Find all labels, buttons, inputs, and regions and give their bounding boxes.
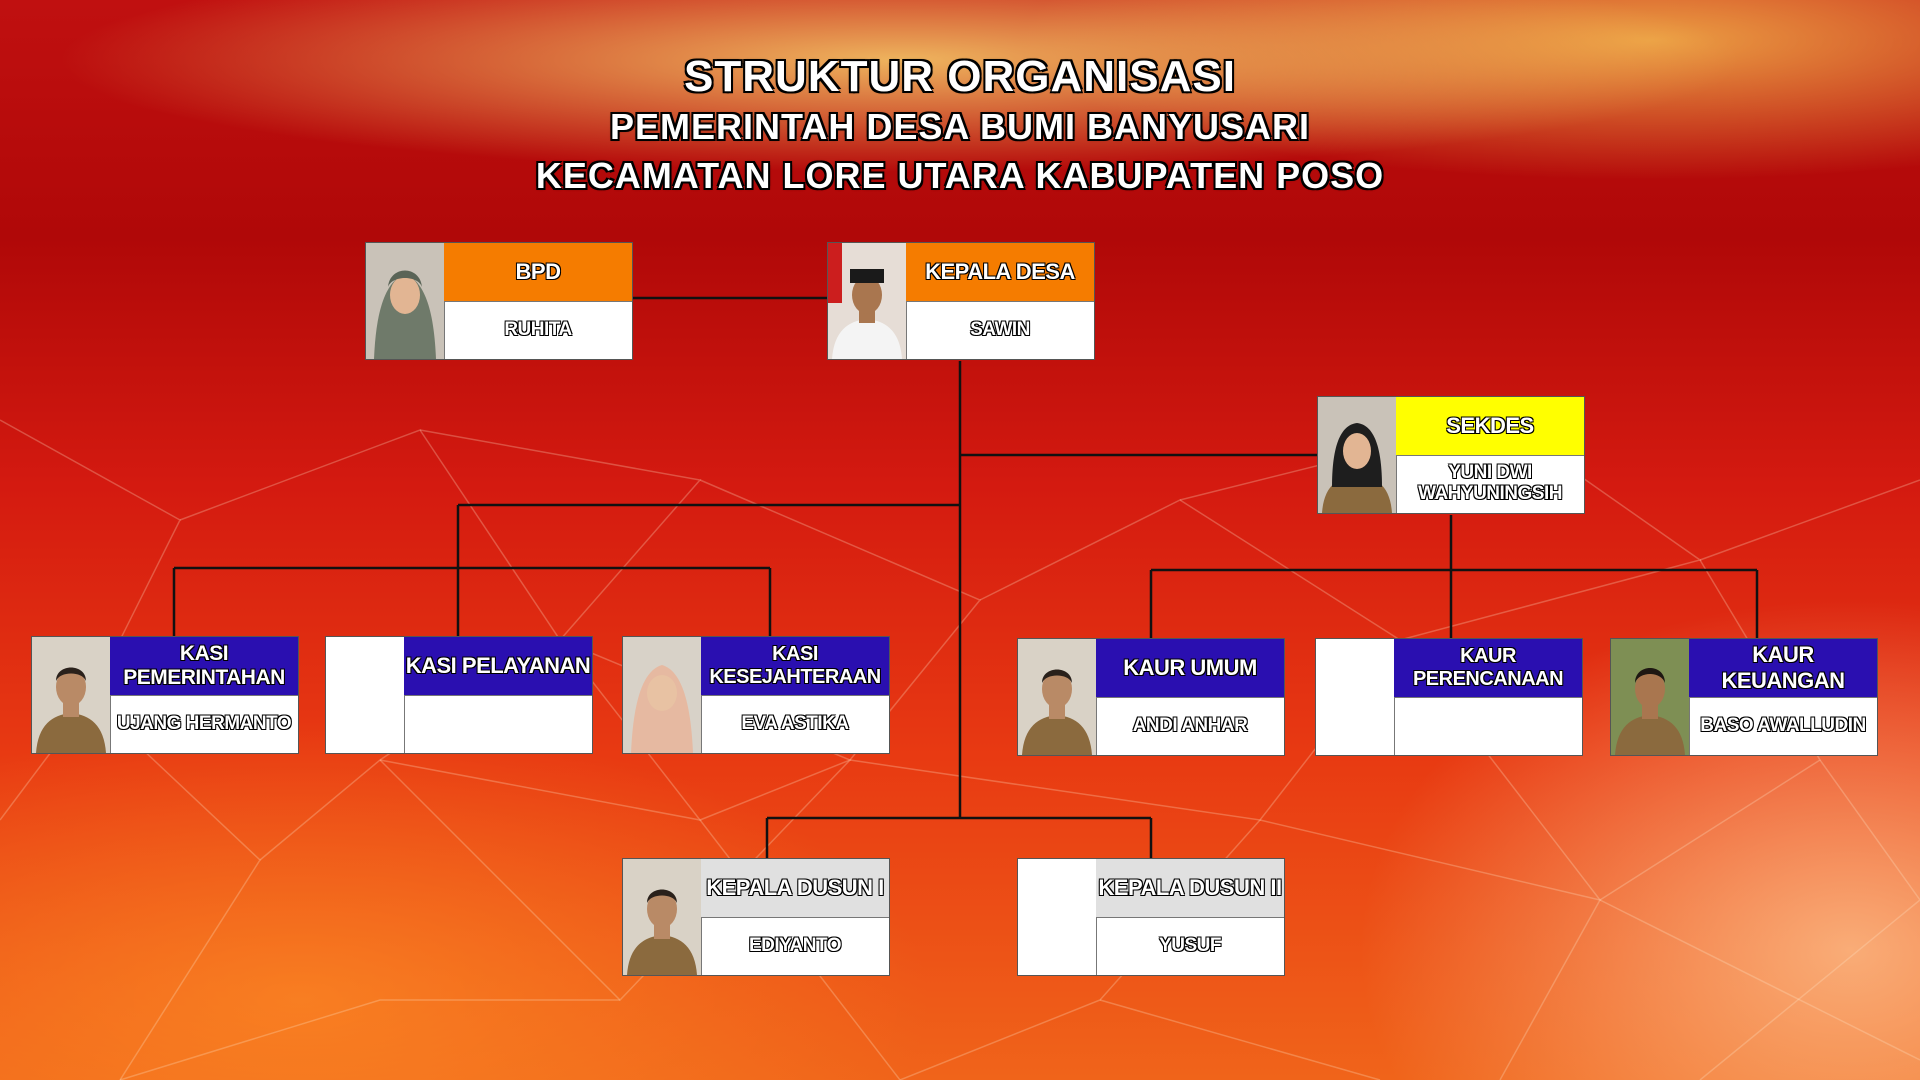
man-uniform-photo	[828, 243, 906, 359]
woman-hijab-photo	[366, 243, 444, 359]
role-kepala-dusun-2: KEPALA DUSUN II	[1096, 859, 1284, 918]
node-kepala-dusun-2: KEPALA DUSUN II YUSUF	[1017, 858, 1285, 976]
man-uniform-photo	[1611, 639, 1689, 755]
node-bpd: BPD RUHITA	[365, 242, 633, 360]
man-uniform-photo	[1018, 639, 1096, 755]
chart-subtitle-village: PEMERINTAH DESA BUMI BANYUSARI	[609, 106, 1311, 147]
name-bpd: RUHITA	[504, 318, 572, 340]
node-kepala-dusun-1: KEPALA DUSUN I EDIYANTO	[622, 858, 890, 976]
node-kasi-kesejahteraan: KASI KESEJAHTERAAN EVA ASTIKA	[622, 636, 890, 754]
photo-sekdes	[1318, 397, 1397, 513]
role-kasi-kesejahteraan: KASI KESEJAHTERAAN	[701, 637, 889, 696]
node-kasi-pemerintahan: KASI PEMERINTAHAN UJANG HERMANTO	[31, 636, 299, 754]
photo-kasi-kesejahteraan	[623, 637, 702, 753]
photo-kepala-desa	[828, 243, 907, 359]
role-kepala-desa: KEPALA DESA	[906, 243, 1094, 302]
role-kasi-pelayanan: KASI PELAYANAN	[404, 637, 592, 696]
name-kasi-kesejahteraan: EVA ASTIKA	[741, 712, 849, 734]
photo-kepala-dusun-2-empty	[1018, 859, 1097, 975]
node-kasi-pelayanan: KASI PELAYANAN	[325, 636, 593, 754]
photo-kasi-pelayanan-empty	[326, 637, 405, 753]
photo-kepala-dusun-1	[623, 859, 702, 975]
photo-kaur-umum	[1018, 639, 1097, 755]
name-kaur-keuangan: BASO AWALLUDIN	[1700, 714, 1866, 736]
photo-bpd	[366, 243, 445, 359]
photo-kaur-perencanaan-empty	[1316, 639, 1395, 755]
name-kaur-perencanaan	[1394, 697, 1582, 755]
name-kaur-umum: ANDI ANHAR	[1132, 714, 1248, 736]
name-kasi-pelayanan	[404, 695, 592, 753]
woman-hijab-photo	[1318, 397, 1396, 513]
role-kepala-dusun-1: KEPALA DUSUN I	[701, 859, 889, 918]
name-sekdes: YUNI DWI WAHYUNINGSIH	[1418, 462, 1562, 504]
man-uniform-photo	[32, 637, 110, 753]
node-kepala-desa: KEPALA DESA SAWIN	[827, 242, 1095, 360]
man-uniform-photo	[623, 859, 701, 975]
role-kaur-keuangan: KAUR KEUANGAN	[1689, 639, 1877, 698]
node-kaur-keuangan: KAUR KEUANGAN BASO AWALLUDIN	[1610, 638, 1878, 756]
role-kaur-umum: KAUR UMUM	[1096, 639, 1284, 698]
node-sekdes: SEKDES YUNI DWI WAHYUNINGSIH	[1317, 396, 1585, 514]
role-kaur-perencanaan: KAUR PERENCANAAN	[1394, 639, 1582, 698]
photo-kasi-pemerintahan	[32, 637, 111, 753]
woman-hijab-photo	[623, 637, 701, 753]
photo-kaur-keuangan	[1611, 639, 1690, 755]
node-kaur-perencanaan: KAUR PERENCANAAN	[1315, 638, 1583, 756]
role-bpd: BPD	[444, 243, 632, 302]
chart-title: STRUKTUR ORGANISASI	[684, 52, 1236, 101]
name-kepala-dusun-2: YUSUF	[1159, 934, 1221, 956]
name-kasi-pemerintahan: UJANG HERMANTO	[116, 712, 292, 734]
name-kepala-dusun-1: EDIYANTO	[748, 934, 842, 956]
name-kepala-desa: SAWIN	[970, 318, 1030, 340]
chart-subtitle-district: KECAMATAN LORE UTARA KABUPATEN POSO	[535, 155, 1385, 196]
node-kaur-umum: KAUR UMUM ANDI ANHAR	[1017, 638, 1285, 756]
role-kasi-pemerintahan: KASI PEMERINTAHAN	[110, 637, 298, 696]
role-sekdes: SEKDES	[1396, 397, 1584, 456]
